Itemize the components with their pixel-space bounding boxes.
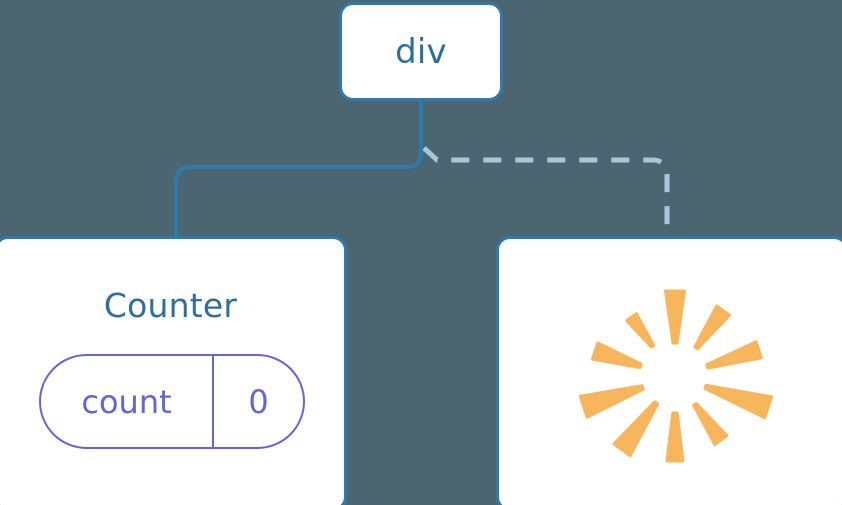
state-pill-count[interactable]: count 0 xyxy=(39,354,305,449)
spinner-ray-7 xyxy=(578,384,645,419)
spinner-ray-0 xyxy=(664,289,686,345)
node-div-label: div xyxy=(395,31,447,72)
starburst-spinner-icon xyxy=(578,289,774,463)
node-counter[interactable]: Counter count 0 xyxy=(0,236,347,505)
node-pending[interactable] xyxy=(496,236,842,505)
spinner-ray-4 xyxy=(692,402,729,447)
edge-root-to-pending xyxy=(422,146,670,244)
spinner-ray-5 xyxy=(665,411,685,463)
spinner-ray-1 xyxy=(693,304,732,351)
spinner-ray-8 xyxy=(590,341,643,370)
node-div[interactable]: div xyxy=(339,2,503,101)
spinner-ray-3 xyxy=(703,383,774,420)
state-pill-value: 0 xyxy=(248,382,269,421)
spinner-ray-group xyxy=(578,289,774,463)
state-pill-key: count xyxy=(41,356,214,447)
spinner-ray-9 xyxy=(625,312,656,349)
spinner-ray-6 xyxy=(612,400,660,458)
edge-root-to-counter xyxy=(174,97,423,246)
spinner-ray-2 xyxy=(705,340,763,370)
node-counter-label: Counter xyxy=(103,286,238,325)
